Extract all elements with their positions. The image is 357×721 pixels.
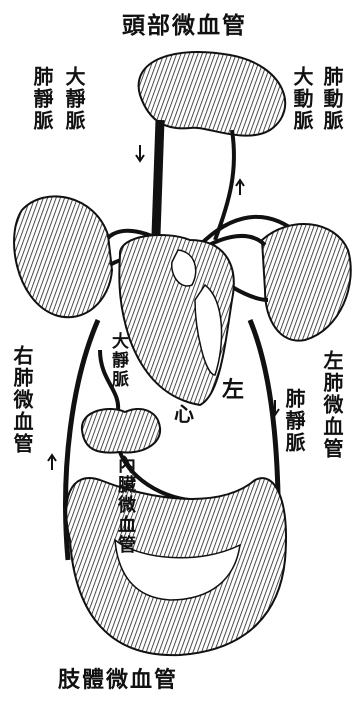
limb-capillaries-label: 肢體微血管	[58, 662, 178, 694]
head-capillaries-label: 頭部微血管	[122, 6, 247, 40]
right-lung-capillaries-label: 右肺微血管	[8, 345, 37, 455]
pulmonary-vein-right-label: 肺靜脈	[280, 388, 309, 454]
inner-vena-cava-label: 大靜脈	[106, 332, 131, 389]
visceral-capillaries-label: 內臟微血管	[112, 455, 138, 555]
pulmonary-veins-label: 肺靜脈	[28, 66, 57, 132]
vena-cava-label: 大靜脈	[60, 66, 89, 132]
left-label: 左	[222, 372, 246, 404]
visceral-capillary-bed	[82, 409, 160, 453]
pulmonary-artery-label: 肺動脈	[318, 66, 347, 132]
left-lung-capillary-bed	[262, 224, 351, 341]
left-lung-capillaries-label: 左肺微血管	[318, 350, 347, 460]
heart-label: 心	[174, 398, 196, 427]
aorta-label: 大動脈	[288, 66, 317, 132]
right-lung-capillary-bed	[14, 196, 112, 317]
vena-cava-superior	[156, 120, 160, 235]
